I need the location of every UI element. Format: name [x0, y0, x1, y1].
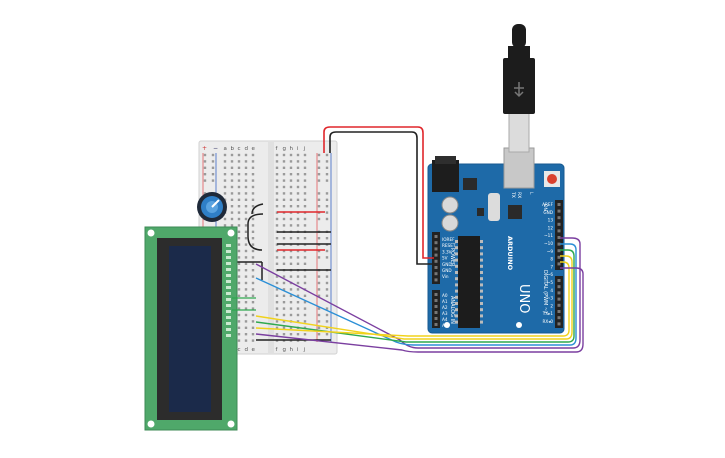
pin-label: 2	[550, 303, 553, 308]
pin-label: A4	[442, 317, 448, 322]
breadboard-col-label: i	[297, 146, 299, 152]
breadboard-col-label: j	[303, 146, 306, 152]
pin-label: A1	[442, 299, 448, 304]
breadboard-col-label: c	[238, 146, 241, 152]
pin-label: GND	[543, 210, 553, 215]
analog-label: ANALOG IN	[449, 296, 455, 324]
signal-wires	[255, 237, 584, 353]
breadboard-col-label: d	[245, 347, 249, 353]
pin-label: ~9	[547, 249, 554, 254]
pin-label: RESET	[442, 243, 456, 248]
pin-label: RX◂0	[542, 319, 553, 324]
pin-label: ~11	[544, 233, 553, 238]
breadboard-col-label: h	[290, 347, 294, 353]
usb-cable[interactable]	[503, 24, 535, 153]
rail-minus-label: −	[213, 145, 218, 152]
pin-label: Vin	[442, 274, 449, 279]
power-label: POWER	[449, 248, 455, 267]
pin-label: ~10	[544, 241, 553, 246]
rail-plus-label: +	[202, 145, 207, 152]
lcd-display[interactable]	[144, 226, 238, 431]
pin-label: A2	[442, 305, 448, 310]
breadboard-col-label: a	[224, 146, 227, 152]
breadboard-col-label: h	[290, 146, 294, 152]
pin-label: AREF	[542, 202, 553, 207]
pin-label: 3.3V	[442, 249, 452, 254]
atmega-chip	[458, 236, 480, 328]
pin-label: 7	[550, 264, 553, 269]
breadboard-col-label: f	[276, 146, 279, 152]
l-label: L	[528, 192, 534, 195]
pin-label: A3	[442, 311, 448, 316]
pin-label: GND	[442, 268, 452, 273]
usb-port	[503, 147, 535, 189]
pin-label: 13	[548, 218, 554, 223]
pin-label: 4	[550, 288, 553, 293]
lcd-breadboard-wires	[232, 297, 256, 311]
rx-label: RX	[516, 192, 522, 198]
breadboard-col-label: d	[245, 146, 249, 152]
pin-label: A5	[442, 323, 448, 328]
lcd-screen	[169, 246, 211, 412]
breadboard-jumpers	[237, 203, 331, 341]
pin-label: ~6	[547, 272, 554, 277]
power-jack	[432, 160, 459, 192]
digital-label: DIGITAL (PWM ~)	[542, 270, 548, 313]
breadboard-col-label: i	[297, 347, 299, 353]
breadboard-col-label: g	[283, 146, 287, 152]
pin-label: IOREF	[442, 237, 455, 242]
pin-label: TX▸1	[542, 311, 554, 316]
pin-label: A0	[442, 293, 448, 298]
digital-pin-labels: AREF GND 13 12 ~11 ~10 ~9 8 7 ~6 ~5 4 ~3 2TX▸1RX◂0	[542, 202, 554, 324]
pin-label: GND	[442, 262, 452, 267]
pin-label: ~5	[547, 280, 554, 285]
lcd-pin-header	[226, 244, 231, 337]
breadboard-col-label: f	[276, 347, 279, 353]
breadboard-col-label: e	[252, 347, 256, 353]
pin-label: 5V	[442, 256, 448, 261]
potentiometer[interactable]	[197, 192, 227, 222]
breadboard-col-label: b	[231, 146, 235, 152]
on-label: ON	[542, 204, 548, 211]
breadboard-col-label: e	[252, 146, 256, 152]
reset-button[interactable]	[547, 174, 557, 184]
pin-label: 12	[548, 225, 554, 230]
arduino-model: UNO	[516, 284, 531, 313]
breadboard-col-label: g	[283, 347, 287, 353]
breadboard-col-label: j	[303, 347, 306, 353]
pin-label: 8	[550, 257, 553, 262]
pin-label: ~3	[547, 296, 554, 301]
power-wires	[323, 126, 434, 265]
arduino-brand: ARDUINO	[506, 236, 514, 271]
tx-label: TX	[510, 191, 516, 198]
breadboard-col-label: c	[238, 347, 241, 353]
arduino-uno[interactable]: ARDUINO UNO POWER ANALOG IN DIGITAL (PWM…	[427, 147, 565, 334]
